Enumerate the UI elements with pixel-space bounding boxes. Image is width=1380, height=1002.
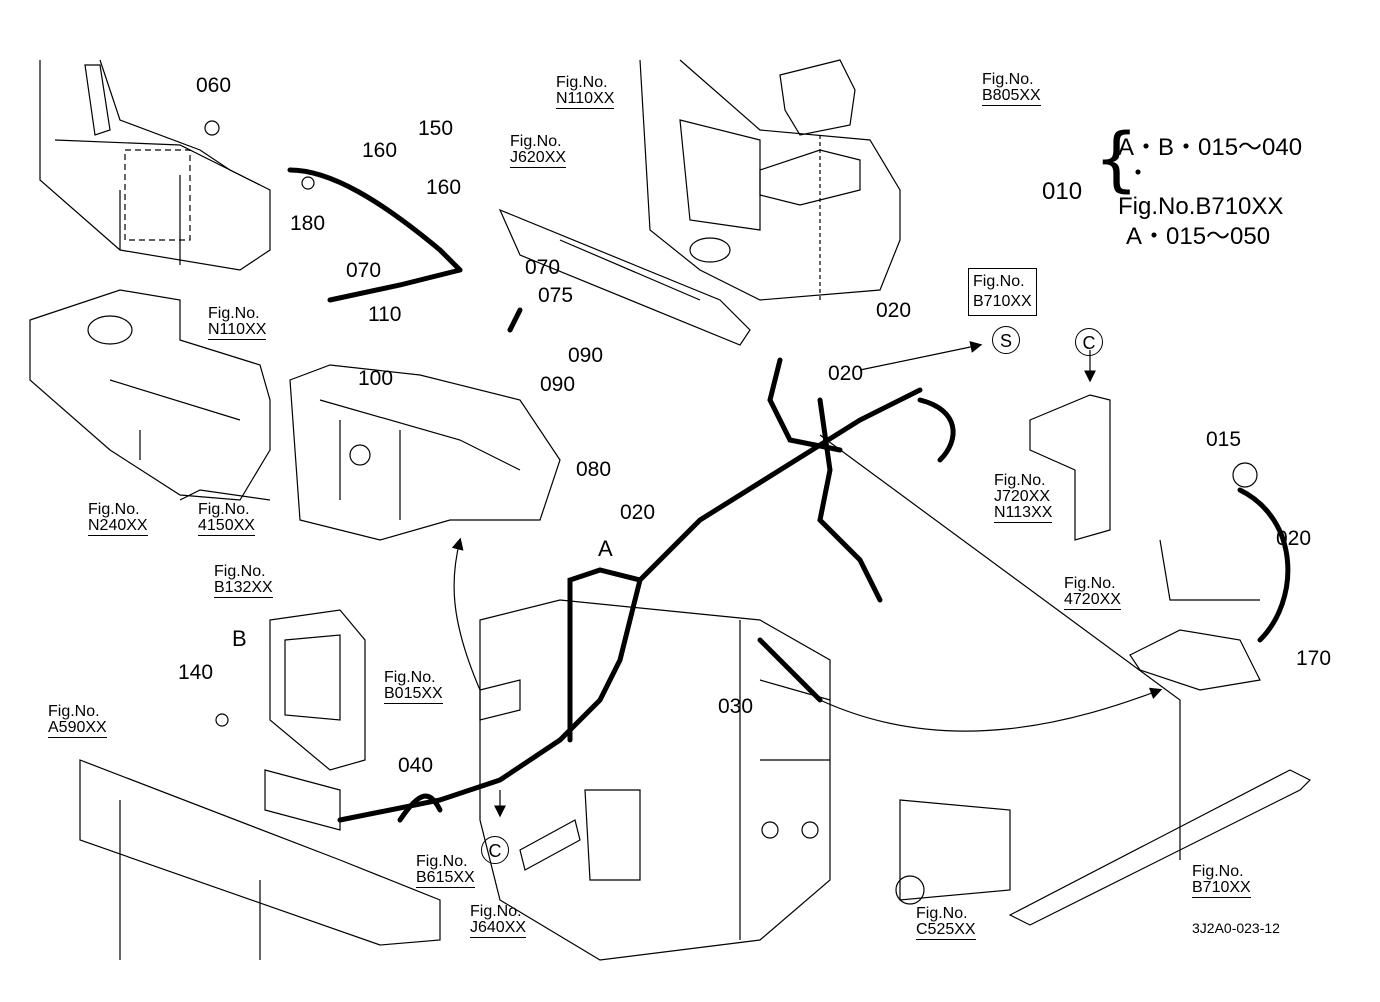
part-070-a: 070 [346, 259, 382, 282]
fig-code: N110XX [208, 321, 267, 340]
part-180: 180 [290, 212, 326, 235]
fig-code: B015XX [384, 685, 443, 704]
part-040: 040 [398, 754, 434, 777]
callout-c-bottom: C [481, 836, 509, 864]
fig-code: B805XX [982, 87, 1041, 106]
figref-n110-top: Fig.No. N110XX [556, 74, 615, 109]
part-170: 170 [1296, 647, 1332, 670]
callout-a: A [598, 536, 613, 561]
part-070-b: 070 [525, 256, 561, 279]
plate-4720 [1129, 539, 1261, 691]
figref-b132: Fig.No. B132XX [214, 564, 273, 598]
fig-code: N110XX [556, 90, 615, 109]
figref-j640: Fig.No. J640XX [470, 903, 527, 938]
frame-b710 [1008, 769, 1312, 926]
fig-code: J640XX [470, 919, 527, 938]
figref-4720: Fig.No. 4720XX [1064, 576, 1121, 610]
callout-s: S [992, 326, 1020, 354]
figref-b710-bottom: Fig.No. B710XX [1192, 864, 1251, 898]
fig-prefix: Fig.No. [510, 133, 562, 150]
note-010-line1: A・B・015～040 [1118, 134, 1303, 161]
part-030: 030 [718, 695, 754, 718]
callout-c-right: C [1075, 328, 1103, 356]
frame-a590 [79, 759, 441, 960]
controller-b132 [264, 609, 366, 831]
drawing-id: 3J2A0-023-12 [1192, 920, 1280, 936]
fig-prefix: Fig.No. [48, 703, 100, 720]
part-100: 100 [358, 367, 394, 390]
fig-code: C525XX [916, 921, 976, 940]
fig-prefix: Fig.No. [916, 905, 968, 922]
part-010: 010 [1042, 178, 1083, 205]
fig-prefix: Fig.No. [88, 501, 140, 518]
part-020-c: 020 [620, 501, 656, 524]
callout-b: B [232, 626, 247, 651]
note-010-line2: ・ [1126, 160, 1150, 187]
part-015: 015 [1206, 428, 1242, 451]
fig-prefix: Fig.No. [1192, 863, 1244, 880]
part-020-b: 020 [828, 362, 864, 385]
small-components [204, 120, 1258, 905]
transmission-housing [289, 364, 561, 541]
fig-code: J620XX [510, 149, 567, 168]
part-160-a: 160 [362, 139, 398, 162]
fig-prefix: Fig.No. [556, 74, 608, 91]
fig-prefix: Fig.No. [994, 472, 1046, 489]
part-090-a: 090 [568, 344, 604, 367]
bracket-j720 [1029, 394, 1111, 541]
fig-code: B710XX [1192, 879, 1251, 898]
fig-prefix: Fig.No. [416, 853, 468, 870]
fig-code: B132XX [214, 579, 273, 598]
part-140: 140 [178, 661, 214, 684]
cab-body-top [639, 59, 901, 301]
part-110: 110 [368, 303, 402, 326]
figref-b805: Fig.No. B805XX [982, 72, 1041, 106]
fig-code: N240XX [88, 517, 148, 536]
note-brace: { [1094, 118, 1139, 200]
figref-a590: Fig.No. A590XX [48, 704, 107, 738]
fig-code-n113: N113XX [994, 504, 1053, 523]
fig-prefix: Fig.No. [973, 273, 1025, 290]
figref-b615: Fig.No. B615XX [416, 854, 475, 888]
fig-prefix: Fig.No. [982, 71, 1034, 88]
part-075: 075 [538, 284, 574, 307]
figref-b015: Fig.No. B015XX [384, 670, 443, 704]
fig-prefix: Fig.No. [208, 305, 260, 322]
fig-prefix: Fig.No. [1064, 575, 1116, 592]
part-080: 080 [576, 458, 612, 481]
part-090-b: 090 [540, 373, 576, 396]
fig-code: 4720XX [1064, 591, 1121, 610]
bracket-n240 [29, 289, 271, 501]
figref-c525: Fig.No. C525XX [916, 906, 976, 940]
part-060: 060 [196, 74, 232, 97]
fig-code: 4150XX [198, 517, 255, 536]
fig-code: B615XX [416, 869, 475, 888]
figref-j720-n113: Fig.No. J720XX N113XX [994, 472, 1053, 523]
fig-code: B710XX [973, 293, 1032, 310]
figref-4150: Fig.No. 4150XX [198, 502, 255, 536]
connector-b805 [759, 59, 861, 300]
wiring-harness [287, 167, 1291, 823]
fig-prefix: Fig.No. [470, 903, 522, 920]
note-010-line3: Fig.No.B710XX [1118, 193, 1284, 220]
part-150: 150 [418, 117, 454, 140]
part-020-a: 020 [876, 299, 912, 322]
fig-prefix: Fig.No. [384, 669, 436, 686]
note-010-line4: A・015～050 [1126, 223, 1271, 250]
part-020-d: 020 [1276, 527, 1312, 550]
figref-j620: Fig.No. J620XX [510, 133, 567, 168]
figref-b710-box: Fig.No. B710XX [968, 268, 1037, 316]
part-160-b: 160 [426, 176, 462, 199]
fig-code-j720: J720XX [994, 488, 1051, 505]
frame-bracket-top-left [39, 59, 271, 271]
figref-n240: Fig.No. N240XX [88, 502, 148, 536]
fig-prefix: Fig.No. [214, 563, 266, 580]
fig-code: A590XX [48, 719, 107, 738]
fig-prefix: Fig.No. [198, 501, 250, 518]
plate-j620 [498, 208, 751, 346]
figref-n110-left: Fig.No. N110XX [208, 305, 267, 340]
